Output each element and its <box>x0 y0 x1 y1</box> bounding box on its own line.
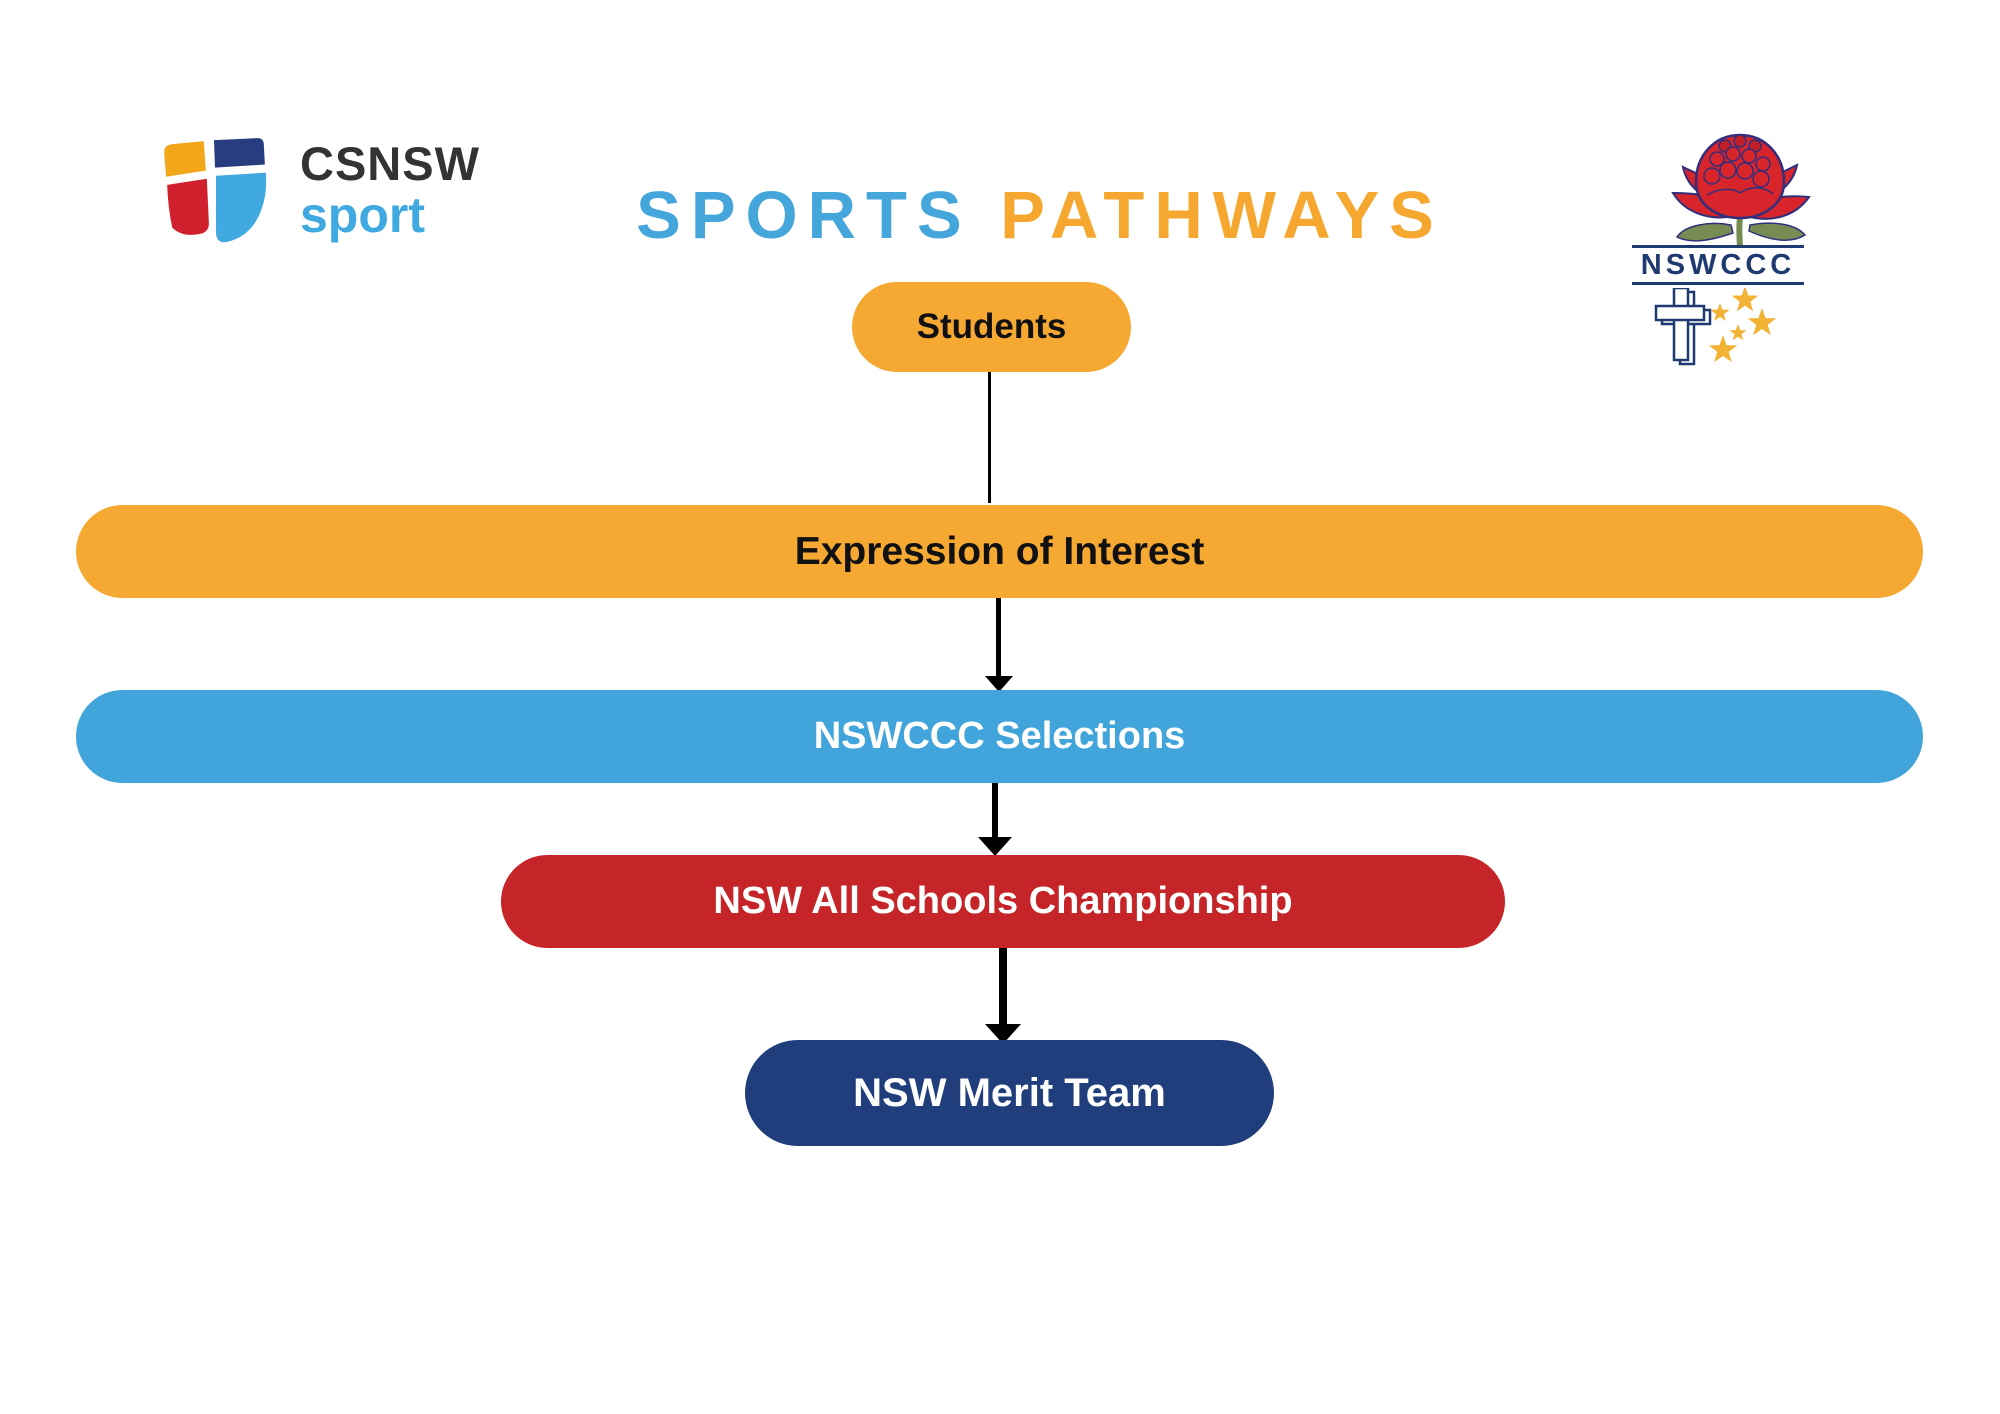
title-pathways: PATHWAYS <box>1000 178 1444 253</box>
waratah-icon <box>1671 133 1811 248</box>
csnsw-sport-label: sport <box>300 187 425 243</box>
arrow-championship-to-merit <box>999 948 1007 1026</box>
arrow-selections-to-championship <box>992 783 998 839</box>
node-nswccc-selections-label: NSWCCC Selections <box>813 715 1186 757</box>
divider <box>1632 282 1804 285</box>
node-expression-of-interest-label: Expression of Interest <box>794 529 1205 573</box>
csnsw-sport-logo: CSNSW sport <box>158 138 518 248</box>
arrowhead-down-icon <box>985 1024 1021 1044</box>
node-students: Students <box>852 282 1131 372</box>
node-nsw-merit-team: NSW Merit Team <box>745 1040 1274 1146</box>
node-nswccc-selections: NSWCCC Selections <box>76 690 1923 783</box>
divider <box>1632 245 1804 248</box>
node-expression-of-interest: Expression of Interest <box>76 505 1923 598</box>
page-title: SPORTS PATHWAYS <box>590 182 1490 250</box>
nswccc-logo: NSWCCC <box>1620 118 1860 373</box>
node-nsw-all-schools-championship-label: NSW All Schools Championship <box>713 880 1293 922</box>
csnsw-wordmark: CSNSW <box>300 137 480 190</box>
arrowhead-down-icon <box>978 837 1012 856</box>
nswccc-label: NSWCCC <box>1640 249 1796 281</box>
node-nsw-all-schools-championship: NSW All Schools Championship <box>501 855 1505 948</box>
cross-icon <box>1654 288 1712 366</box>
title-sports: SPORTS <box>636 178 972 253</box>
southern-cross-stars-icon <box>1708 288 1777 363</box>
arrowhead-down-icon <box>985 676 1013 692</box>
arrow-students-to-eoi <box>988 372 991 503</box>
csnsw-mark-icon <box>164 138 267 243</box>
node-students-label: Students <box>916 307 1067 346</box>
arrow-eoi-to-selections <box>996 598 1001 678</box>
node-nsw-merit-team-label: NSW Merit Team <box>853 1070 1166 1115</box>
